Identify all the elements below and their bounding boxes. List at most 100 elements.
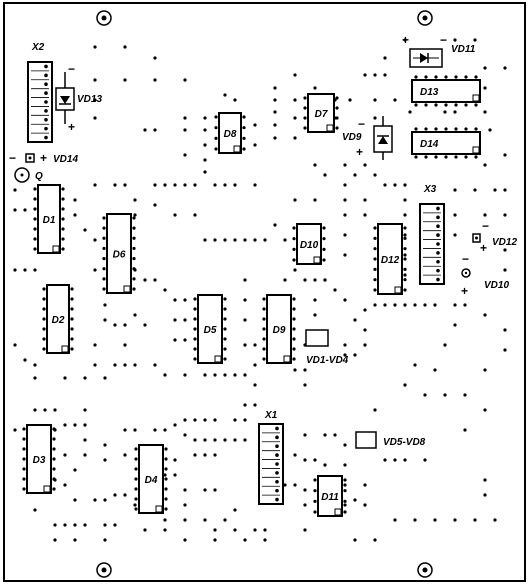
via-dot xyxy=(173,473,177,477)
via-dot xyxy=(213,453,217,457)
via-dot xyxy=(83,228,87,232)
chip-pin xyxy=(61,197,65,201)
via-dot xyxy=(353,173,357,177)
via-dot xyxy=(63,453,67,457)
via-dot xyxy=(63,523,67,527)
chip-label: D9 xyxy=(273,325,286,336)
via-dot xyxy=(153,428,157,432)
chip-pin xyxy=(22,447,26,451)
via-dot xyxy=(123,343,127,347)
via-dot xyxy=(343,483,347,487)
chip-pin xyxy=(444,103,448,107)
pin1-marker xyxy=(313,256,321,264)
chip-pin xyxy=(42,297,46,301)
via-dot xyxy=(33,508,37,512)
via-dot xyxy=(503,248,507,252)
chip-pin xyxy=(454,155,458,159)
led-vd14: − + VD14 xyxy=(9,151,78,165)
chip-pin xyxy=(70,307,74,311)
chip-pin xyxy=(102,256,106,261)
connector-x1: X1 xyxy=(258,410,284,505)
chip-pin xyxy=(70,317,74,321)
via-dot xyxy=(363,308,367,312)
via-dot xyxy=(453,110,457,114)
chip-pin xyxy=(373,257,377,261)
via-dot xyxy=(73,213,77,217)
via-dot xyxy=(313,458,317,462)
via-dot xyxy=(93,116,97,120)
chip-pin xyxy=(102,216,106,220)
chip-label: D4 xyxy=(145,475,158,486)
chip-pin xyxy=(444,75,448,79)
via-dot xyxy=(203,373,207,377)
via-dot xyxy=(233,508,237,512)
via-dot xyxy=(13,428,17,432)
via-dot xyxy=(253,403,257,407)
chip-pin xyxy=(33,197,37,201)
via-dot xyxy=(433,368,437,372)
chip-pin xyxy=(132,287,136,291)
via-dot xyxy=(273,123,277,127)
bridge-vd1-vd4: VD1-VD4 xyxy=(305,329,349,366)
via-dot xyxy=(263,528,267,532)
via-dot xyxy=(403,273,407,277)
chip-pin xyxy=(335,126,339,130)
via-dot xyxy=(353,498,357,502)
chip-pin xyxy=(262,317,266,321)
pin1-marker xyxy=(472,146,480,154)
connector-pin xyxy=(436,206,440,211)
chip-pin xyxy=(52,447,56,451)
via-dot xyxy=(73,198,77,202)
via-dot xyxy=(153,183,157,187)
chip-pin xyxy=(335,106,339,110)
vd13-plus: + xyxy=(68,120,75,134)
mounting-hole xyxy=(417,562,433,578)
chip-pin xyxy=(164,467,168,471)
vd11-plus: + xyxy=(402,33,409,47)
chip-pin xyxy=(262,297,266,301)
via-dot xyxy=(23,358,27,362)
via-dot xyxy=(223,238,227,242)
chip-pin xyxy=(322,247,326,251)
chip-pin xyxy=(164,447,168,451)
via-dot xyxy=(253,123,257,127)
chip-pin xyxy=(292,307,296,311)
via-dot xyxy=(143,323,147,327)
via-dot xyxy=(193,183,197,187)
chip-d7: D7 xyxy=(303,93,339,133)
mounting-hole xyxy=(96,562,112,578)
via-dot xyxy=(453,303,457,307)
chip-pin xyxy=(132,216,136,220)
chip-pin xyxy=(102,287,106,291)
via-dot xyxy=(113,323,117,327)
chip-pin xyxy=(474,127,478,131)
via-dot xyxy=(363,328,367,332)
chip-pin xyxy=(335,96,339,100)
chip-pin xyxy=(424,75,428,79)
chip-pin xyxy=(303,106,307,110)
via-dot xyxy=(303,368,307,372)
chip-pin xyxy=(454,103,458,107)
via-dot xyxy=(293,198,297,202)
chip-pin xyxy=(403,257,407,261)
connector-pin xyxy=(44,82,48,87)
via-dot xyxy=(173,213,177,217)
pin1-marker xyxy=(326,124,334,132)
via-dot xyxy=(383,303,387,307)
pin1-marker xyxy=(394,286,402,294)
chip-pin xyxy=(313,478,317,482)
chip-pin xyxy=(373,236,377,240)
via-dot xyxy=(73,468,77,472)
chip-pin xyxy=(223,327,227,331)
via-dot xyxy=(73,423,77,427)
pin1-marker xyxy=(334,508,342,516)
chip-pin xyxy=(262,327,266,331)
connector-x2-label: X2 xyxy=(31,42,45,53)
via-dot xyxy=(263,538,267,542)
via-dot xyxy=(203,438,207,442)
via-dot xyxy=(503,268,507,272)
via-dot xyxy=(353,318,357,322)
via-dot xyxy=(343,198,347,202)
via-dot xyxy=(303,458,307,462)
vd12-minus: − xyxy=(482,219,489,233)
